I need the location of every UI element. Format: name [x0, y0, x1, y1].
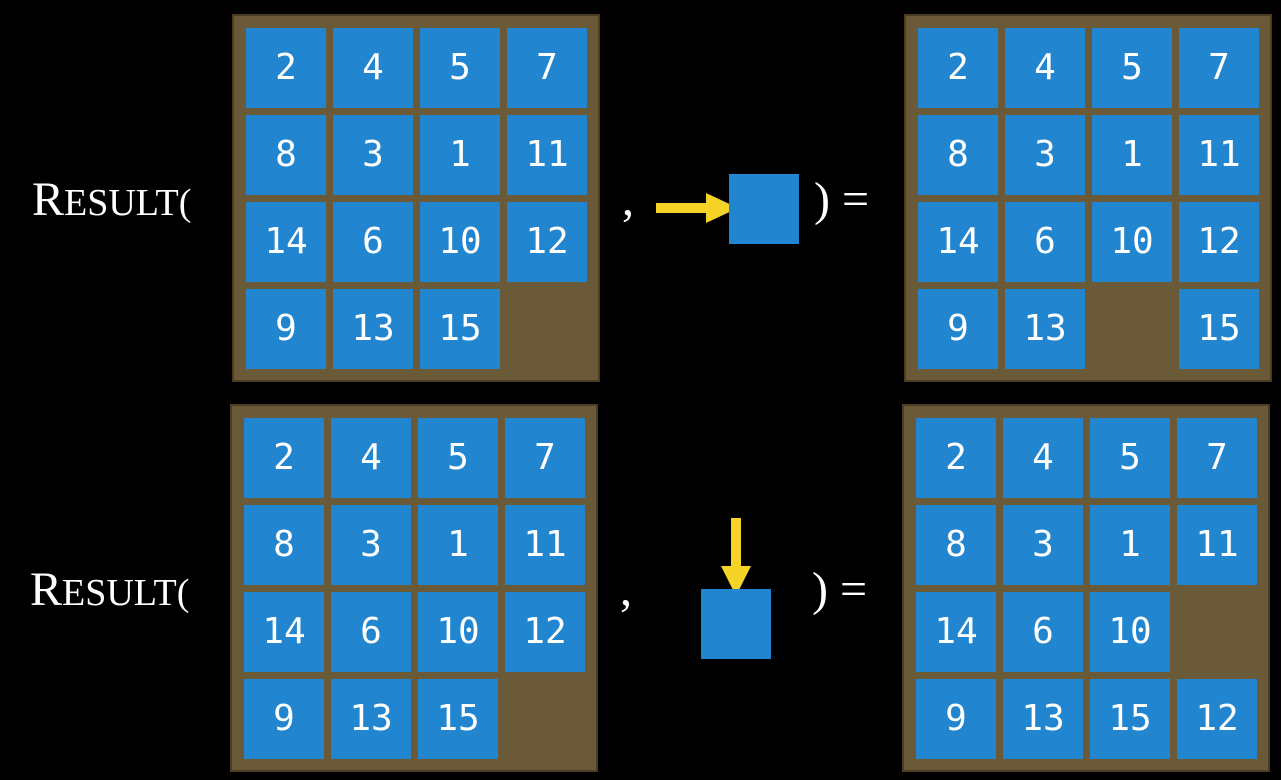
puzzle-tile-5: 5 [418, 418, 498, 498]
puzzle-tile-2: 2 [244, 418, 324, 498]
arrow-right-icon [656, 193, 738, 223]
puzzle-tile-7: 7 [1179, 28, 1259, 108]
action-tile-1 [729, 174, 799, 244]
puzzle-tile-10: 10 [418, 592, 498, 672]
comma-1: , [622, 173, 634, 226]
puzzle-tile-10: 10 [1092, 202, 1172, 282]
puzzle-tile-3: 3 [1005, 115, 1085, 195]
result-label-rest: ESULT( [62, 572, 190, 614]
action-tile-2 [701, 589, 771, 659]
arrow-down-icon [721, 518, 751, 596]
puzzle-tile-9: 9 [918, 289, 998, 369]
puzzle-tile-12: 12 [1179, 202, 1259, 282]
puzzle-tile-3: 3 [331, 505, 411, 585]
puzzle-tile-8: 8 [918, 115, 998, 195]
puzzle-tile-12: 12 [505, 592, 585, 672]
puzzle-tile-15: 15 [420, 289, 500, 369]
puzzle-tile-6: 6 [1005, 202, 1085, 282]
puzzle-tile-7: 7 [505, 418, 585, 498]
puzzle-tile-1: 1 [1090, 505, 1170, 585]
puzzle-tile-3: 3 [333, 115, 413, 195]
puzzle-tile-10: 10 [1090, 592, 1170, 672]
close-equals-2: ) = [812, 563, 868, 616]
puzzle-tile-10: 10 [420, 202, 500, 282]
puzzle-tile-9: 9 [916, 679, 996, 759]
puzzle-tile-4: 4 [1005, 28, 1085, 108]
puzzle-tile-15: 15 [418, 679, 498, 759]
puzzle-tile-8: 8 [246, 115, 326, 195]
puzzle-tile-3: 3 [1003, 505, 1083, 585]
puzzle-tile-11: 11 [1179, 115, 1259, 195]
puzzle-tile-7: 7 [1177, 418, 1257, 498]
puzzle-tile-9: 9 [244, 679, 324, 759]
puzzle-tile-5: 5 [1090, 418, 1170, 498]
puzzle-tile-8: 8 [244, 505, 324, 585]
puzzle-tile-5: 5 [1092, 28, 1172, 108]
puzzle-tile-1: 1 [420, 115, 500, 195]
result-label-rest: ESULT( [64, 182, 192, 224]
puzzle-tile-6: 6 [331, 592, 411, 672]
result-label-2: RESULT( [30, 562, 189, 617]
puzzle-tile-5: 5 [420, 28, 500, 108]
puzzle-tile-14: 14 [244, 592, 324, 672]
puzzle-tile-13: 13 [333, 289, 413, 369]
puzzle-tile-4: 4 [1003, 418, 1083, 498]
result-label-initial: R [30, 563, 63, 616]
puzzle-tile-9: 9 [246, 289, 326, 369]
puzzle-tile-6: 6 [1003, 592, 1083, 672]
puzzle-tile-14: 14 [916, 592, 996, 672]
puzzle-tile-1: 1 [418, 505, 498, 585]
puzzle-tile-8: 8 [916, 505, 996, 585]
puzzle-tile-13: 13 [1005, 289, 1085, 369]
puzzle-tile-15: 15 [1179, 289, 1259, 369]
puzzle-tile-13: 13 [331, 679, 411, 759]
puzzle-tile-15: 15 [1090, 679, 1170, 759]
result-label-1: RESULT( [32, 172, 191, 227]
puzzle-tile-1: 1 [1092, 115, 1172, 195]
puzzle-tile-2: 2 [918, 28, 998, 108]
puzzle-tile-6: 6 [333, 202, 413, 282]
puzzle-tile-11: 11 [507, 115, 587, 195]
close-equals-1: ) = [814, 173, 870, 226]
puzzle-tile-12: 12 [1177, 679, 1257, 759]
result-label-initial: R [32, 173, 65, 226]
puzzle-tile-11: 11 [505, 505, 585, 585]
puzzle-tile-7: 7 [507, 28, 587, 108]
puzzle-tile-11: 11 [1177, 505, 1257, 585]
puzzle-tile-14: 14 [246, 202, 326, 282]
puzzle-tile-12: 12 [507, 202, 587, 282]
puzzle-tile-14: 14 [918, 202, 998, 282]
puzzle-tile-4: 4 [331, 418, 411, 498]
comma-2: , [620, 563, 632, 616]
puzzle-tile-13: 13 [1003, 679, 1083, 759]
puzzle-tile-2: 2 [916, 418, 996, 498]
puzzle-tile-4: 4 [333, 28, 413, 108]
puzzle-tile-2: 2 [246, 28, 326, 108]
